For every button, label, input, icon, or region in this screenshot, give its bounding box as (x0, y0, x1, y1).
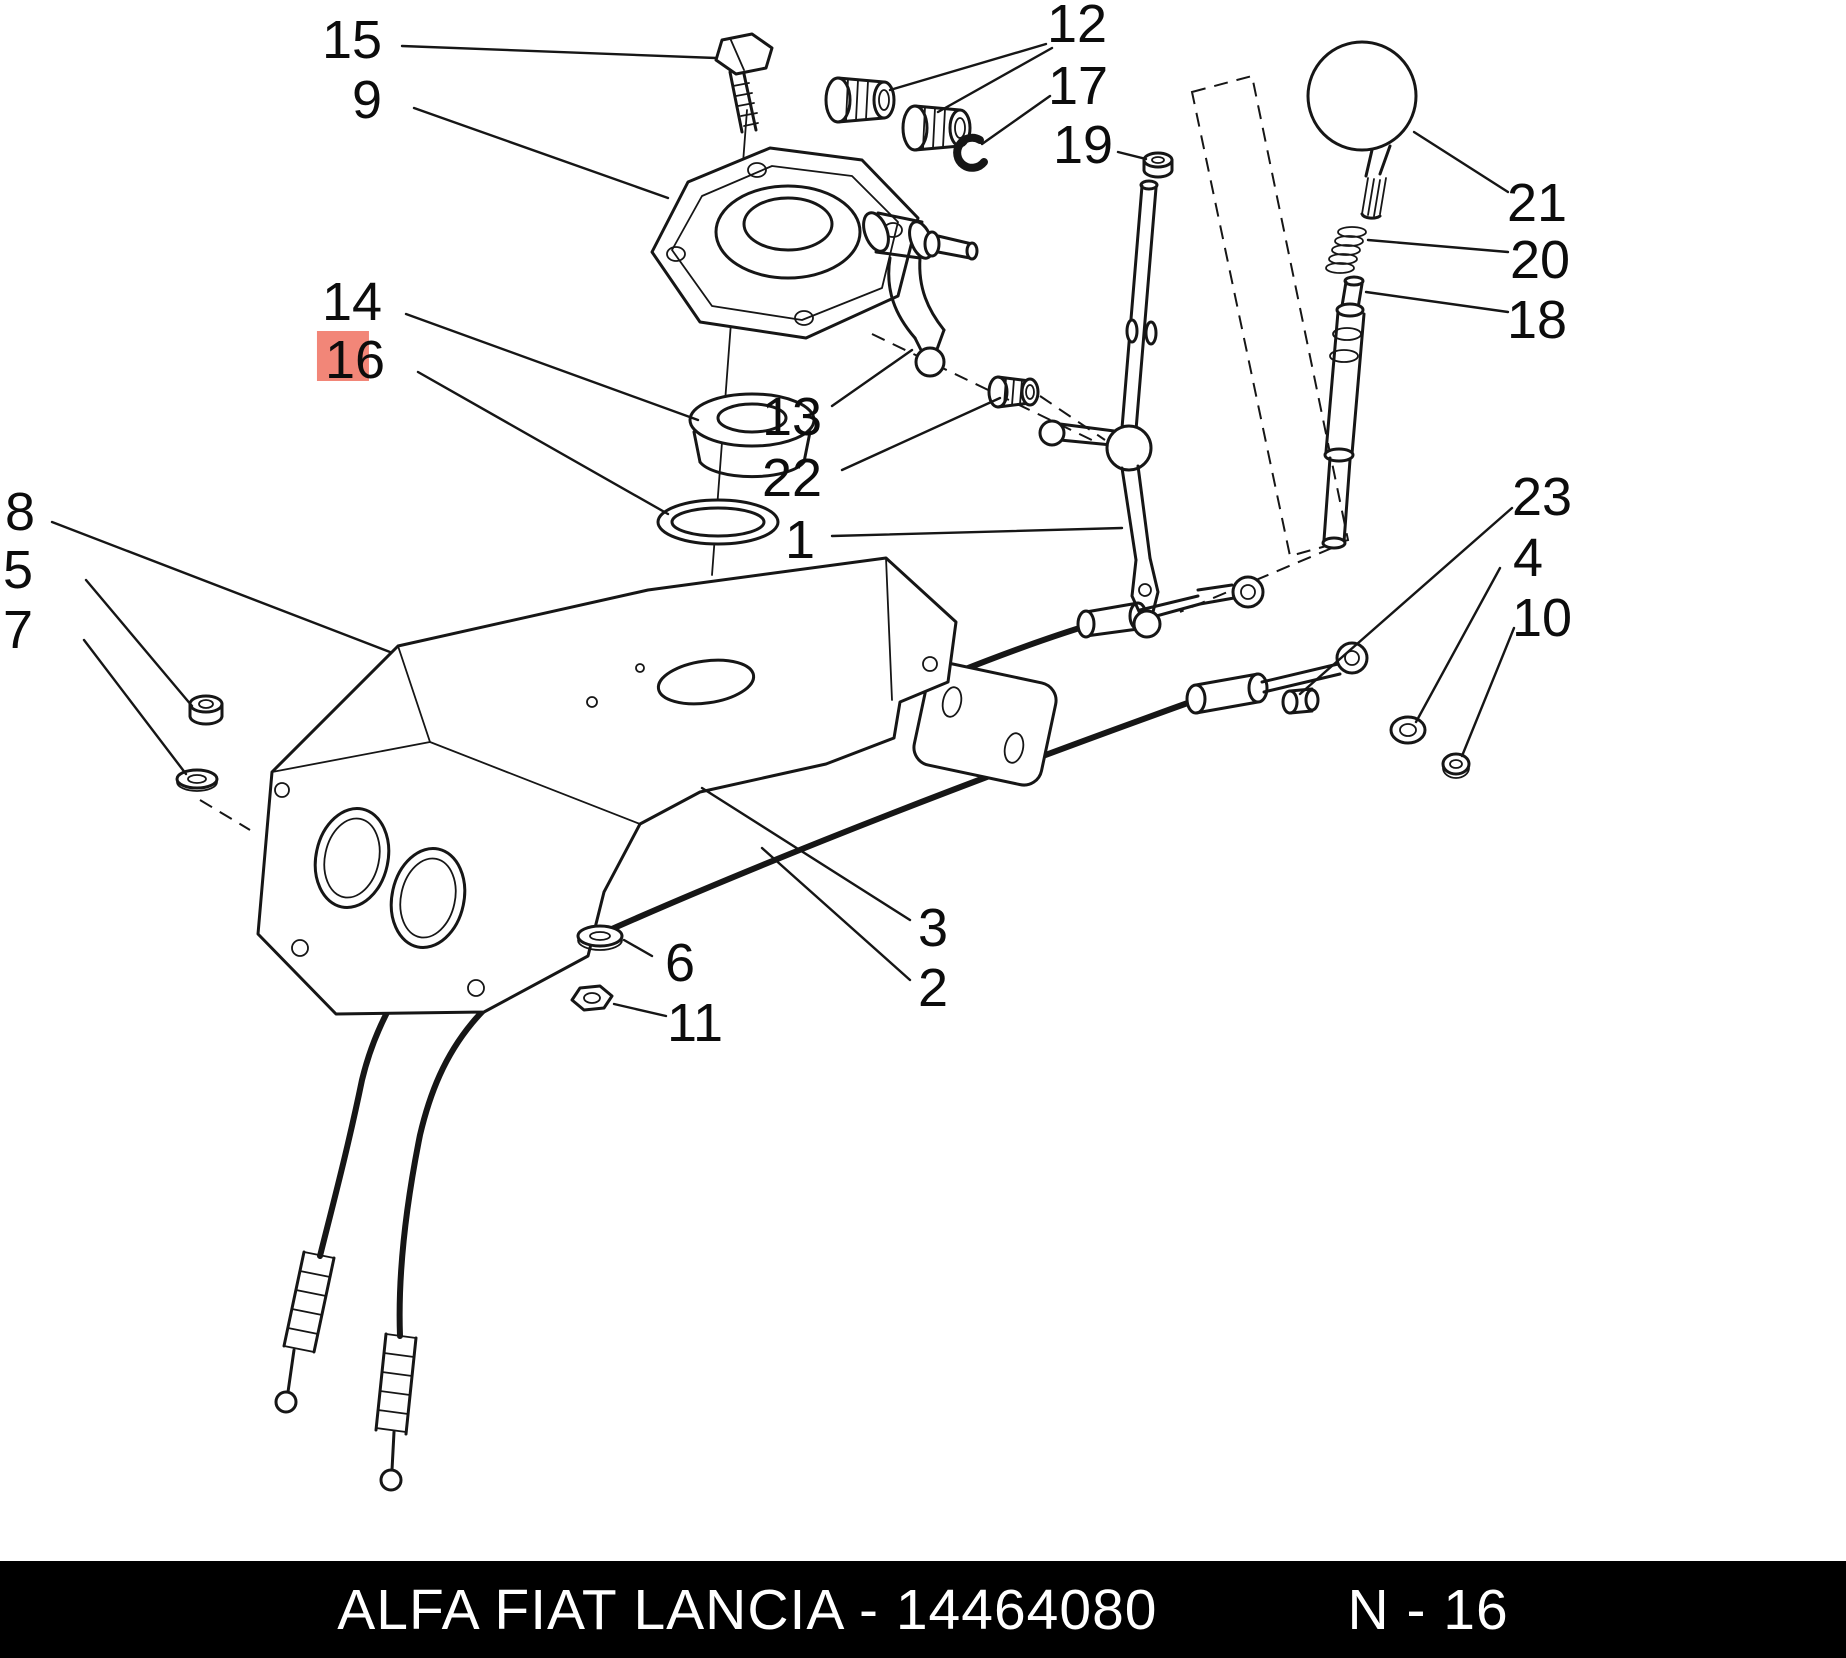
part-21-knob (1306, 40, 1418, 220)
part-5-nut (188, 694, 224, 726)
page-ref: N - 16 (1347, 1577, 1509, 1642)
part-17-circlip (953, 133, 988, 172)
callout-1: 1 (784, 510, 816, 570)
part-16-oring (656, 498, 780, 546)
callout-16-highlighted: 16 (316, 330, 386, 390)
part-11-nut (570, 984, 614, 1012)
part-14-grommet (688, 392, 816, 479)
exploded-view-drawing (50, 32, 1516, 1492)
part-15-bolt (714, 32, 774, 134)
part-19-nut (1142, 151, 1174, 179)
part-23-bushing (1281, 687, 1320, 715)
part-22-bushing (987, 375, 1040, 409)
callout-11: 11 (666, 993, 724, 1053)
callout-8: 8 (4, 482, 36, 542)
callout-21: 21 (1506, 173, 1568, 233)
footer-bar: ALFA FIAT LANCIA - 14464080 N - 16 (0, 1561, 1846, 1658)
part-7-washer (175, 768, 219, 792)
callout-20: 20 (1509, 230, 1571, 290)
callout-9: 9 (351, 70, 383, 130)
part-18-rod (1321, 275, 1366, 550)
callout-23: 23 (1511, 467, 1573, 527)
cable-bellows-boot-right (374, 1332, 418, 1492)
callout-18: 18 (1506, 290, 1568, 350)
callout-2: 2 (917, 958, 949, 1018)
cable-end-rod-upper (1076, 575, 1265, 639)
part-6-washer (576, 924, 624, 951)
callout-4: 4 (1512, 528, 1544, 588)
leader-lines (50, 42, 1516, 1018)
callout-19: 19 (1052, 115, 1114, 175)
callout-7: 7 (2, 600, 34, 660)
part-8-housing-bracket (256, 556, 958, 1016)
part-20-spring (1325, 226, 1367, 274)
callout-6: 6 (664, 933, 696, 993)
callout-5: 5 (2, 540, 34, 600)
callout-12: 12 (1046, 0, 1108, 54)
part-9-cover (650, 146, 920, 340)
cable-bellows-boot-left (274, 1250, 336, 1414)
callout-15: 15 (321, 10, 383, 70)
catalog-title: ALFA FIAT LANCIA - 14464080 (337, 1577, 1158, 1642)
part-13-lever-arm (862, 211, 979, 378)
callout-13: 13 (761, 387, 823, 447)
part-4-washer (1389, 715, 1427, 745)
part-1-gear-lever (1038, 179, 1162, 639)
cable-end-rod-lower (1185, 641, 1369, 715)
part-10-nut (1441, 752, 1471, 779)
cable-mount-block (912, 661, 1058, 787)
callout-3: 3 (917, 898, 949, 958)
callout-22: 22 (761, 448, 823, 508)
callout-14: 14 (321, 272, 383, 332)
callout-17: 17 (1047, 56, 1109, 116)
callout-10: 10 (1511, 588, 1573, 648)
